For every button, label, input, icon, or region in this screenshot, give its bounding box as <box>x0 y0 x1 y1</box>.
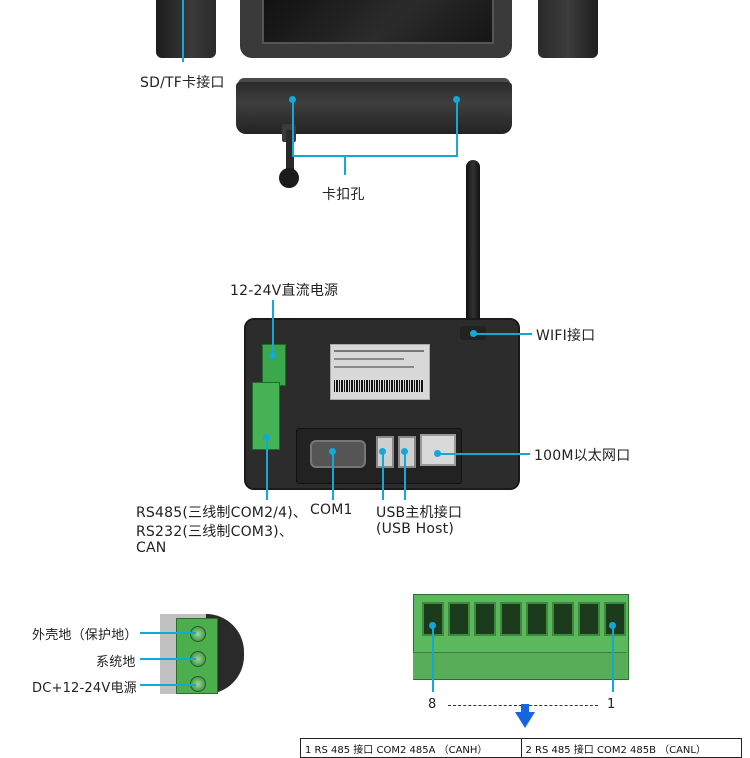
terminal-pin <box>500 602 522 636</box>
rs485-label-line1: RS485(三线制COM2/4)、 <box>136 505 308 521</box>
ethernet-label: 100M以太网口 <box>534 448 631 464</box>
dc-power-leader <box>140 684 196 686</box>
eight-pin-terminal-base <box>413 652 627 679</box>
power-leader-line <box>272 300 274 356</box>
pin-1-label: 1 <box>607 697 616 712</box>
terminal-pin <box>448 602 470 636</box>
sticker-line <box>334 366 414 368</box>
terminal-pin <box>552 602 574 636</box>
sticker-line <box>334 358 404 360</box>
com1-leader-line <box>332 452 334 500</box>
snap-hole-dot-left <box>289 96 296 103</box>
snap-hole-leader-right <box>456 98 458 156</box>
system-ground-leader <box>140 658 196 660</box>
snap-hole-dot-right <box>453 96 460 103</box>
usb-leader-dot-1 <box>379 448 386 455</box>
sd-tf-label: SD/TF卡接口 <box>140 75 225 91</box>
ethernet-rj45-port <box>420 434 456 466</box>
wifi-antenna <box>466 160 480 338</box>
terminal-pin <box>604 602 626 636</box>
case-ground-label: 外壳地（保护地） <box>32 628 138 643</box>
device-screen <box>262 0 494 44</box>
sd-tf-leader-line <box>182 0 184 62</box>
snap-hole-leader-left <box>292 98 294 156</box>
down-arrow-icon <box>515 712 535 728</box>
pin-8-label: 8 <box>428 697 437 712</box>
dc-power-label: DC+12-24V电源 <box>32 681 137 696</box>
usb-label-line1: USB主机接口 <box>376 505 463 521</box>
com1-db9-connector <box>310 440 366 468</box>
rs485-leader-dot <box>263 434 270 441</box>
case-ground-leader <box>140 632 196 634</box>
snap-clip-stem <box>286 130 294 174</box>
wifi-leader-line <box>474 333 532 335</box>
pin-definition-table: 1 RS 485 接口 COM2 485A （CANH） 2 RS 485 接口… <box>300 738 742 758</box>
snap-clip-knob <box>279 168 299 188</box>
barcode <box>334 380 424 392</box>
pin-table-cell: 1 RS 485 接口 COM2 485A （CANH） <box>301 739 522 757</box>
usb-label-line2: (USB Host) <box>376 521 454 537</box>
ethernet-leader-line <box>438 453 530 455</box>
power-label: 12-24V直流电源 <box>230 283 339 299</box>
device-side-view-left <box>156 0 216 58</box>
rs485-label-line2: RS232(三线制COM3)、 <box>136 524 294 540</box>
system-ground-label: 系统地 <box>96 655 136 670</box>
pin-table-cell: 2 RS 485 接口 COM2 485B （CANL） <box>525 745 706 756</box>
com1-leader-dot <box>329 448 336 455</box>
pin-1-dot <box>609 622 616 629</box>
wifi-leader-dot <box>470 330 477 337</box>
down-arrow-stem <box>521 704 529 714</box>
device-bottom-view <box>236 82 512 134</box>
power-leader-dot <box>269 352 276 359</box>
power-terminal <box>262 344 286 386</box>
screw-icon <box>190 626 206 642</box>
pin-8-leader <box>432 626 434 692</box>
snap-hole-leader-bar <box>292 155 458 157</box>
usb-leader-line-2 <box>404 452 406 500</box>
usb-leader-dot-2 <box>401 448 408 455</box>
pin-1-leader <box>612 626 614 692</box>
com1-label: COM1 <box>310 502 353 518</box>
ethernet-leader-dot <box>434 450 441 457</box>
usb-leader-line-1 <box>382 452 384 500</box>
rs485-label-line3: CAN <box>136 540 167 556</box>
rs485-leader-line <box>266 438 268 500</box>
terminal-pin <box>526 602 548 636</box>
terminal-pin <box>474 602 496 636</box>
device-side-view-right <box>538 0 598 58</box>
snap-hole-label: 卡扣孔 <box>322 187 365 203</box>
snap-hole-leader-drop <box>344 155 346 175</box>
wifi-label: WIFI接口 <box>536 328 596 344</box>
sticker-line <box>334 350 424 352</box>
terminal-pin <box>578 602 600 636</box>
pin-8-dot <box>429 622 436 629</box>
